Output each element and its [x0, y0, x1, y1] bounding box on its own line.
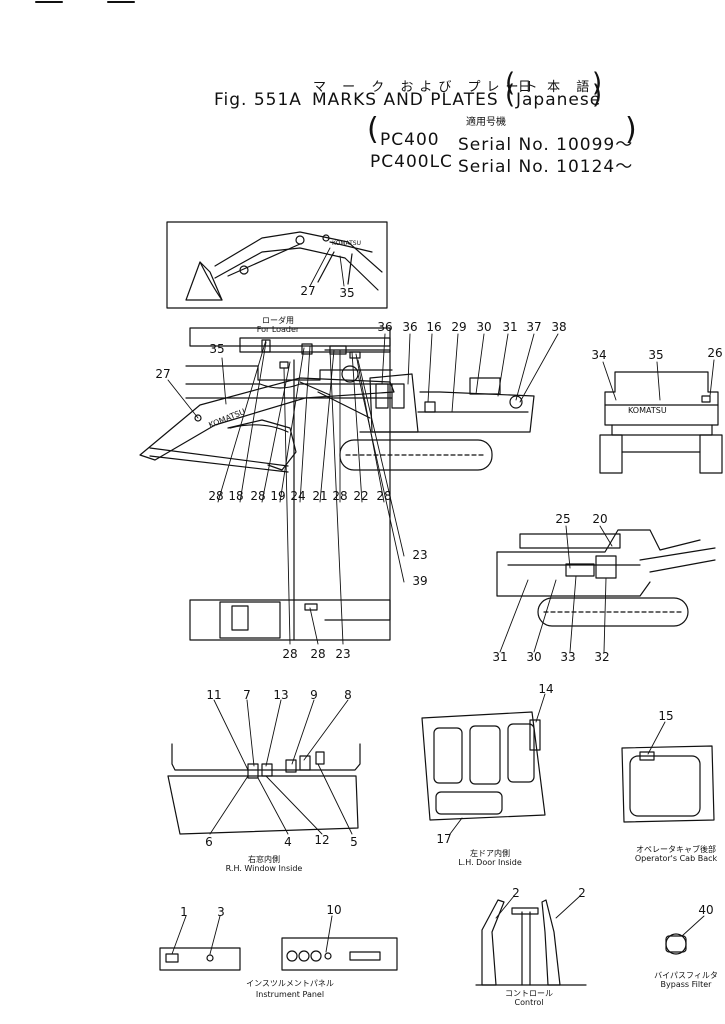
callout-number: 23: [412, 548, 428, 562]
callout-number: 25: [555, 512, 571, 526]
callout-number: 2: [512, 886, 520, 900]
caption-panel-en: Instrument Panel: [255, 990, 325, 999]
caption-rh-window-jp: 右窓内側: [248, 855, 280, 864]
rh-window-view: [168, 744, 360, 834]
callout-number: 15: [658, 709, 674, 723]
caption-panel-jp: インスツルメントパネル: [246, 979, 334, 988]
callout-number: 26: [707, 346, 723, 360]
paren-open-3: (: [367, 112, 379, 147]
callout-number: 4: [284, 835, 292, 849]
callout-number: 35: [339, 286, 355, 300]
callout-number: 28: [208, 489, 224, 503]
callout-number: 40: [698, 903, 714, 917]
lh-door-view: [422, 712, 545, 820]
callout-number: 35: [209, 342, 225, 356]
model-2: PC400LC: [370, 152, 453, 172]
figure-title: MARKS AND PLATES: [312, 90, 499, 110]
callout-number: 7: [243, 688, 251, 702]
callout-number: 30: [476, 320, 492, 334]
callout-number: 35: [648, 348, 664, 362]
rear-brand: KOMATSU: [628, 406, 667, 415]
bypass-filter-view: [666, 934, 686, 954]
cab-back-view: [622, 746, 714, 822]
figure-language: Japanese: [516, 90, 602, 110]
callout-number: 18: [228, 489, 244, 503]
caption-control-en: Control: [514, 998, 544, 1007]
callout-number: 8: [344, 688, 352, 702]
callout-number: 13: [273, 688, 289, 702]
callout-number: 38: [551, 320, 567, 334]
callout-number: 9: [310, 688, 318, 702]
callout-number: 23: [335, 647, 351, 661]
caption-loader-jp: ローダ用: [262, 316, 294, 325]
callout-number: 31: [492, 650, 508, 664]
loader-brand: KOMATSU: [332, 240, 362, 247]
serial-2: Serial No. 10124～: [458, 157, 634, 177]
leader-lines: [168, 248, 714, 954]
callout-number: 24: [290, 489, 306, 503]
caption-cab-back-en: Operator's Cab Back: [634, 854, 718, 863]
callout-number: 3: [217, 905, 225, 919]
callout-number: 20: [592, 512, 608, 526]
callout-number: 28: [332, 489, 348, 503]
callout-number: 34: [591, 348, 607, 362]
callout-number: 28: [376, 489, 392, 503]
callout-number: 21: [312, 489, 328, 503]
callout-number: 39: [412, 574, 428, 588]
callout-number: 2: [578, 886, 586, 900]
applicable-models-jp: 適用号機: [466, 117, 506, 128]
callout-number: 12: [314, 833, 330, 847]
callout-number: 31: [502, 320, 518, 334]
callout-number: 37: [526, 320, 542, 334]
header-jp-lang: 日 本 語: [518, 80, 596, 95]
callout-number: 36: [402, 320, 418, 334]
model-1: PC400: [380, 130, 440, 150]
paren-close-2: ): [592, 80, 603, 110]
rear-view: KOMATSU: [600, 372, 722, 473]
callout-number: 6: [205, 835, 213, 849]
caption-bypass-en: Bypass Filter: [660, 980, 712, 989]
control-view: [476, 900, 586, 985]
paren-open-2: (: [505, 80, 516, 110]
callout-number: 28: [282, 647, 298, 661]
callout-number: 32: [594, 650, 610, 664]
loader-inset: [167, 222, 387, 308]
callout-number: 14: [538, 682, 554, 696]
callout-number: 28: [310, 647, 326, 661]
callout-number: 11: [206, 688, 222, 702]
caption-loader-en: For Loader: [256, 325, 300, 334]
callout-number: 17: [436, 832, 452, 846]
callout-number: 10: [326, 903, 342, 917]
callout-number: 27: [300, 284, 316, 298]
side-view-excavator: KOMATSU: [140, 374, 534, 472]
callout-number: 36: [377, 320, 393, 334]
paren-close: ): [592, 68, 603, 98]
callout-number: 5: [350, 835, 358, 849]
serial-1: Serial No. 10099～: [458, 135, 634, 155]
caption-cab-back-jp: オペレータキャブ後部: [636, 845, 716, 854]
caption-lh-door-jp: 左ドア内側: [470, 849, 510, 858]
caption-control-jp: コントロール: [505, 989, 553, 998]
caption-lh-door-en: L.H. Door Inside: [458, 858, 522, 867]
callout-number: 30: [526, 650, 542, 664]
callout-number: 27: [155, 367, 171, 381]
instrument-panel-view: [160, 938, 397, 970]
callout-number: 28: [250, 489, 266, 503]
callout-number: 22: [353, 489, 369, 503]
caption-rh-window-en: R.H. Window Inside: [225, 864, 303, 873]
callout-number: 16: [426, 320, 442, 334]
paren-open: (: [505, 68, 516, 98]
caption-bypass-jp: バイパスフィルタ: [654, 971, 718, 980]
header-jp-title: マ ー ク および プレート: [313, 80, 544, 95]
figure-label: Fig. 551A: [214, 90, 302, 110]
paren-close-3: ): [625, 112, 637, 147]
left-side-view: [497, 530, 715, 626]
callout-number: 33: [560, 650, 576, 664]
callout-number: 1: [180, 905, 188, 919]
callout-number: 29: [451, 320, 467, 334]
callout-number: 19: [270, 489, 286, 503]
